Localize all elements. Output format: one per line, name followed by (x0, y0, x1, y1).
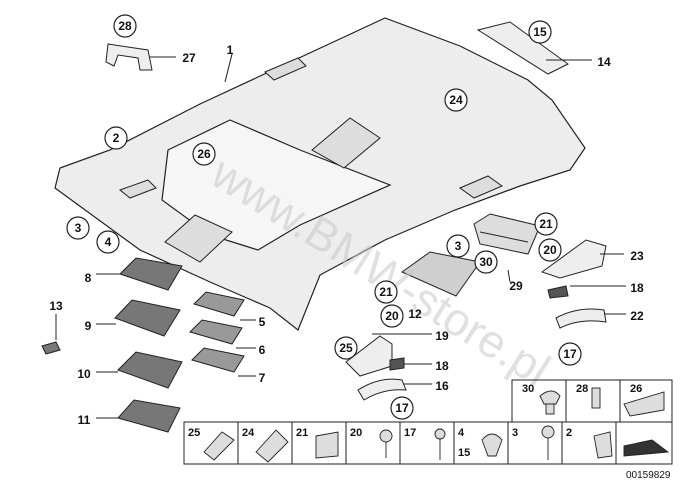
callout-c9: 9 (85, 319, 92, 333)
callout-c24: 24 (449, 93, 463, 107)
callout-c10: 10 (77, 367, 91, 381)
callout-c22: 22 (630, 309, 644, 323)
reading-light-9 (114, 299, 181, 337)
callout-c18a: 18 (630, 281, 644, 295)
light-6 (189, 319, 243, 345)
grid-label-bottom: 20 (350, 427, 362, 439)
callout-labels: 1234567891011121314151617171818192020212… (49, 14, 644, 427)
grid-label-bottom: 2 (566, 427, 572, 439)
callout-c28: 28 (118, 19, 132, 33)
grab-handle-16 (357, 378, 407, 401)
callout-c17b: 17 (395, 401, 409, 415)
callout-c3b: 3 (455, 239, 462, 253)
callout-c4: 4 (105, 235, 112, 249)
callout-c27: 27 (182, 51, 196, 65)
grid-label-bottom: 24 (242, 427, 255, 439)
callout-c5: 5 (259, 315, 266, 329)
interior-light-module (473, 213, 541, 255)
callout-c2: 2 (113, 131, 120, 145)
callout-circle (66, 216, 90, 240)
grid-part-icons (203, 387, 670, 463)
callout-c19: 19 (435, 329, 449, 343)
callout-circle (390, 396, 414, 420)
grid-label-top: 28 (576, 383, 588, 395)
grid-label-top: 26 (630, 383, 642, 395)
callout-c11: 11 (78, 413, 91, 427)
clip-18b (547, 285, 569, 299)
bracket (105, 43, 153, 71)
grid-label-bottom: 21 (296, 427, 308, 439)
callout-c13: 13 (49, 299, 63, 313)
parts-legend-grid (183, 379, 673, 465)
callout-circle (96, 230, 120, 254)
callout-c26: 26 (197, 147, 211, 161)
callout-c20a: 20 (543, 243, 557, 257)
handle-bracket-left (345, 335, 393, 377)
callout-c16: 16 (435, 379, 449, 393)
callout-circle (538, 238, 562, 262)
document-number: 00159829 (626, 470, 671, 481)
callout-c25: 25 (339, 341, 353, 355)
callout-c20b: 20 (385, 309, 399, 323)
light-7 (191, 347, 245, 373)
callout-circle (558, 342, 582, 366)
sun-visor (476, 21, 569, 75)
callout-circle (446, 234, 470, 258)
callout-c1: 1 (227, 43, 234, 57)
callout-circle (334, 336, 358, 360)
rear-console-recess (311, 117, 381, 169)
callout-circle (104, 126, 128, 150)
headliner-handle-recess (264, 57, 307, 81)
headliner-handle-recess (118, 179, 157, 199)
reading-light-10 (117, 351, 183, 389)
sunroof-opening (161, 119, 392, 251)
callout-circle (374, 280, 398, 304)
leader-lines (55, 53, 626, 419)
reading-light-11 (117, 399, 181, 433)
callout-c14: 14 (597, 55, 611, 69)
callout-c17a: 17 (563, 347, 577, 361)
grid-label-bottom: 25 (188, 427, 200, 439)
callout-c21b: 21 (379, 285, 393, 299)
callout-c12: 12 (408, 307, 422, 321)
front-console-recess (164, 214, 233, 263)
callout-circle (192, 142, 216, 166)
callout-c15: 15 (533, 25, 547, 39)
callout-c7: 7 (259, 371, 266, 385)
grab-handle-22 (555, 308, 607, 329)
callout-c18b: 18 (435, 359, 449, 373)
light-5 (193, 291, 245, 317)
callout-circle (528, 20, 552, 44)
callout-c8: 8 (85, 271, 92, 285)
callout-circle (534, 212, 558, 236)
callout-circle (474, 250, 498, 274)
part-13 (41, 341, 61, 355)
callout-c23: 23 (630, 249, 644, 263)
callout-c30: 30 (479, 255, 493, 269)
handle-bracket-right (540, 239, 607, 279)
grid-label-extra: 15 (458, 447, 470, 459)
grid-label-bottom: 3 (512, 427, 518, 439)
callout-c21a: 21 (539, 217, 553, 231)
callout-circle (444, 88, 468, 112)
callout-circle (113, 14, 137, 38)
callout-c3: 3 (75, 221, 82, 235)
clip-18 (389, 357, 405, 371)
grid-label-bottom: 17 (404, 427, 416, 439)
reading-light-8 (119, 257, 183, 291)
headliner-handle-recess (458, 175, 504, 199)
grid-label-bottom: 4 (458, 427, 465, 439)
callout-circle (380, 304, 404, 328)
callout-c6: 6 (259, 343, 266, 357)
callout-c29: 29 (509, 279, 523, 293)
grid-label-top: 30 (522, 383, 534, 395)
